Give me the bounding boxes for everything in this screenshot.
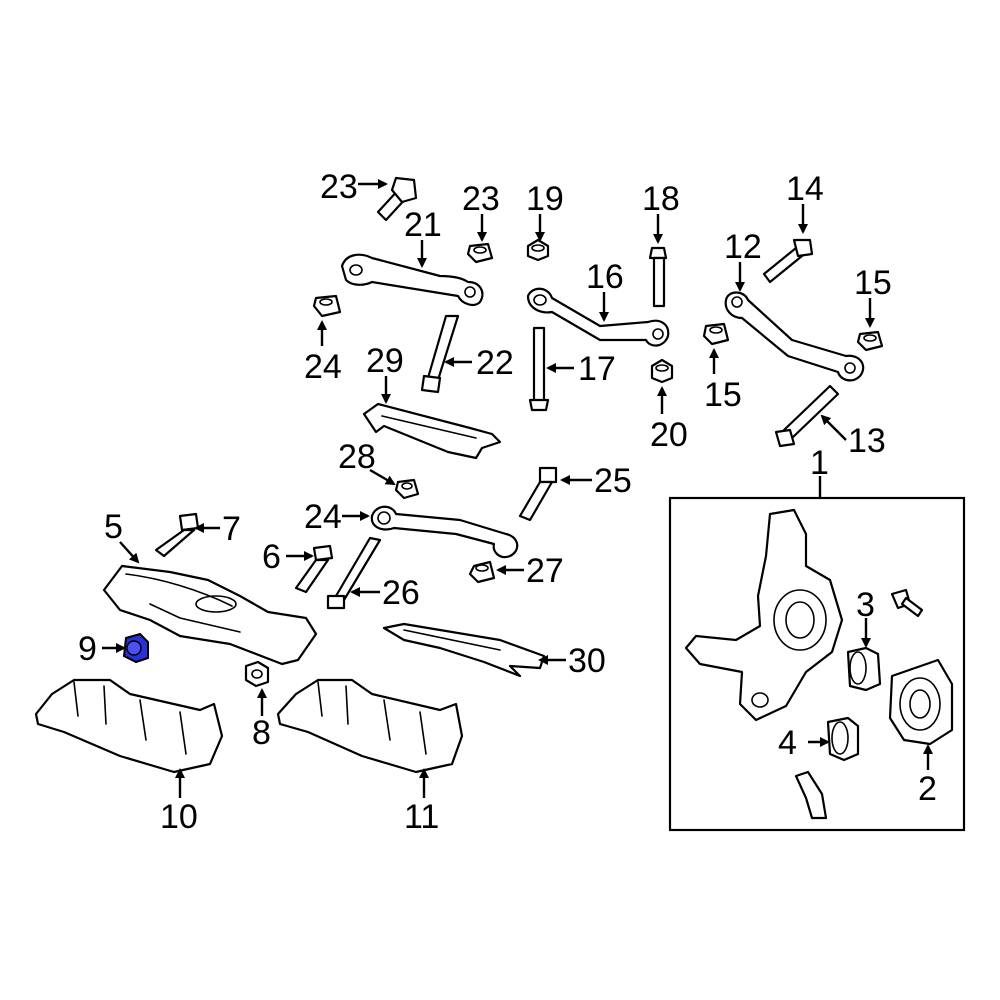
part-12-control-arm[interactable] bbox=[724, 291, 865, 382]
part-19-nut-lower[interactable] bbox=[650, 358, 674, 384]
callout-24: 24 bbox=[304, 498, 342, 536]
part-15-nut-right[interactable] bbox=[856, 330, 884, 352]
callout-30: 30 bbox=[568, 642, 606, 680]
part-13-bolt[interactable] bbox=[774, 384, 840, 448]
callout-27: 27 bbox=[526, 552, 564, 590]
part-1-sensor[interactable] bbox=[794, 770, 828, 820]
callout-15-right: 15 bbox=[854, 264, 892, 302]
leader-lines bbox=[102, 179, 933, 798]
part-29-bracket[interactable] bbox=[362, 402, 502, 460]
part-24-control-arm[interactable] bbox=[370, 505, 519, 559]
callout-19-lower: 20 bbox=[650, 416, 688, 454]
part-14-bolt[interactable] bbox=[762, 238, 814, 284]
callout-2: 2 bbox=[918, 770, 937, 808]
callout-23-upper: 23 bbox=[462, 180, 500, 218]
callout-16: 16 bbox=[586, 258, 624, 296]
part-22-bolt[interactable] bbox=[376, 176, 418, 222]
part-11-shield[interactable] bbox=[276, 678, 464, 774]
callout-14: 14 bbox=[786, 170, 824, 208]
part-7-bolt[interactable] bbox=[154, 512, 200, 558]
part-21-bolt[interactable] bbox=[420, 314, 460, 394]
part-17-bolt[interactable] bbox=[648, 246, 668, 308]
part-25-bolt[interactable] bbox=[518, 466, 558, 522]
callout-11: 11 bbox=[404, 798, 439, 836]
part-27-nut[interactable] bbox=[468, 560, 496, 584]
part-19-nut-upper[interactable] bbox=[526, 238, 550, 262]
callout-25: 25 bbox=[594, 462, 632, 500]
callout-7: 7 bbox=[222, 510, 241, 548]
callout-19-upper: 19 bbox=[526, 180, 564, 218]
callout-9: 9 bbox=[78, 630, 97, 668]
part-28-nut[interactable] bbox=[394, 478, 420, 500]
callout-12: 12 bbox=[724, 228, 762, 266]
callout-5: 5 bbox=[104, 508, 123, 546]
part-10-shield[interactable] bbox=[34, 678, 224, 774]
callout-29: 29 bbox=[366, 342, 404, 380]
part-15-nut-left[interactable] bbox=[702, 322, 730, 346]
part-5-lower-arm[interactable] bbox=[102, 564, 318, 666]
callout-23-lower: 24 bbox=[304, 348, 342, 386]
callout-1: 1 bbox=[810, 444, 829, 482]
callout-labels: 23 21 23 19 18 14 12 16 15 24 22 17 29 1… bbox=[78, 168, 937, 836]
part-8-nut[interactable] bbox=[244, 660, 270, 688]
part-30-bracket[interactable] bbox=[382, 622, 546, 678]
part-23-nut-lower[interactable] bbox=[312, 294, 342, 318]
part-3-bushing[interactable] bbox=[846, 646, 882, 692]
callout-20: 21 bbox=[404, 206, 442, 244]
callout-15-left: 15 bbox=[704, 376, 742, 414]
part-26-bolt[interactable] bbox=[326, 536, 382, 610]
part-18-bolt[interactable] bbox=[528, 326, 550, 412]
part-9-bushing[interactable] bbox=[122, 632, 149, 664]
part-4-bushing[interactable] bbox=[826, 716, 860, 762]
callout-26: 26 bbox=[382, 574, 420, 612]
callout-28: 28 bbox=[338, 438, 376, 476]
part-1-knuckle[interactable] bbox=[684, 508, 844, 722]
callout-18: 17 bbox=[578, 350, 616, 388]
callout-13: 13 bbox=[848, 422, 886, 460]
part-1-bolt[interactable] bbox=[890, 588, 924, 618]
callout-21: 22 bbox=[476, 344, 514, 382]
callout-8: 8 bbox=[252, 714, 271, 752]
part-1-group-box bbox=[668, 496, 966, 832]
part-2-hub[interactable] bbox=[888, 658, 954, 746]
part-23-nut-upper[interactable] bbox=[466, 242, 494, 264]
callout-17: 18 bbox=[642, 180, 680, 218]
callout-4: 4 bbox=[778, 724, 797, 762]
callout-3: 3 bbox=[856, 586, 875, 624]
part-16-control-arm[interactable] bbox=[526, 287, 670, 347]
callout-6: 6 bbox=[262, 538, 281, 576]
part-20-control-arm[interactable] bbox=[340, 253, 484, 306]
part-6-bolt[interactable] bbox=[294, 544, 334, 594]
callout-10: 10 bbox=[160, 798, 198, 836]
callout-22: 23 bbox=[320, 168, 358, 206]
